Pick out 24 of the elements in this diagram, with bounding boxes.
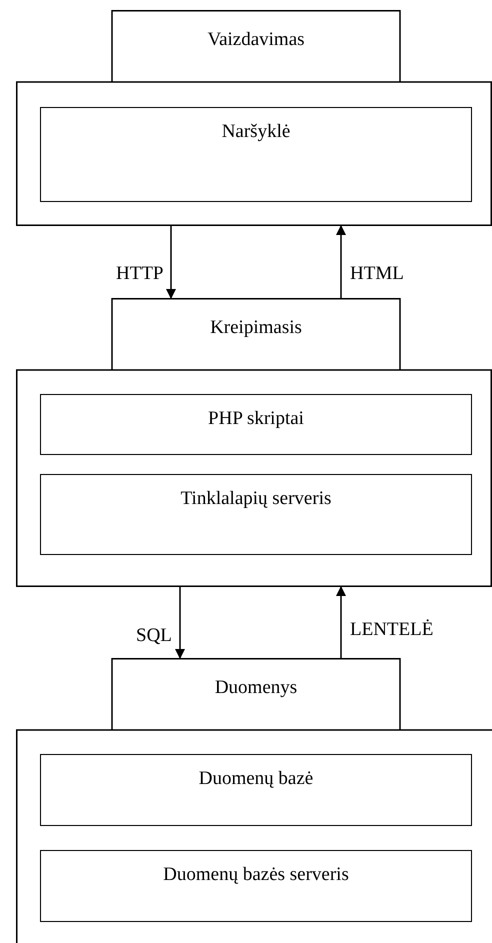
component-box xyxy=(40,474,472,555)
tabbed-panel xyxy=(16,10,492,226)
edge-label: HTTP xyxy=(116,262,164,286)
arrow xyxy=(336,225,346,298)
arrow xyxy=(166,226,176,299)
arrow xyxy=(336,586,346,658)
panel-heading: Duomenys xyxy=(214,676,298,700)
arrow xyxy=(175,587,185,659)
component-box xyxy=(40,850,472,922)
box-label: Duomenų bazė xyxy=(198,767,314,791)
component-box xyxy=(40,754,472,826)
panel-heading: Vaizdavimas xyxy=(206,28,306,52)
tabbed-panel xyxy=(16,298,492,587)
component-box xyxy=(40,107,472,202)
box-label: Tinklalapių serveris xyxy=(180,487,332,511)
panel-heading: Kreipimasis xyxy=(209,316,303,340)
tabbed-panel xyxy=(16,658,492,943)
box-label: PHP skriptai xyxy=(208,407,304,431)
box-label: Naršyklė xyxy=(222,120,290,144)
edge-label: LENTELĖ xyxy=(350,618,434,642)
box-label: Duomenų bazės serveris xyxy=(163,863,349,887)
component-box xyxy=(40,394,472,455)
edge-label: SQL xyxy=(136,624,172,648)
edge-label: HTML xyxy=(350,262,404,286)
